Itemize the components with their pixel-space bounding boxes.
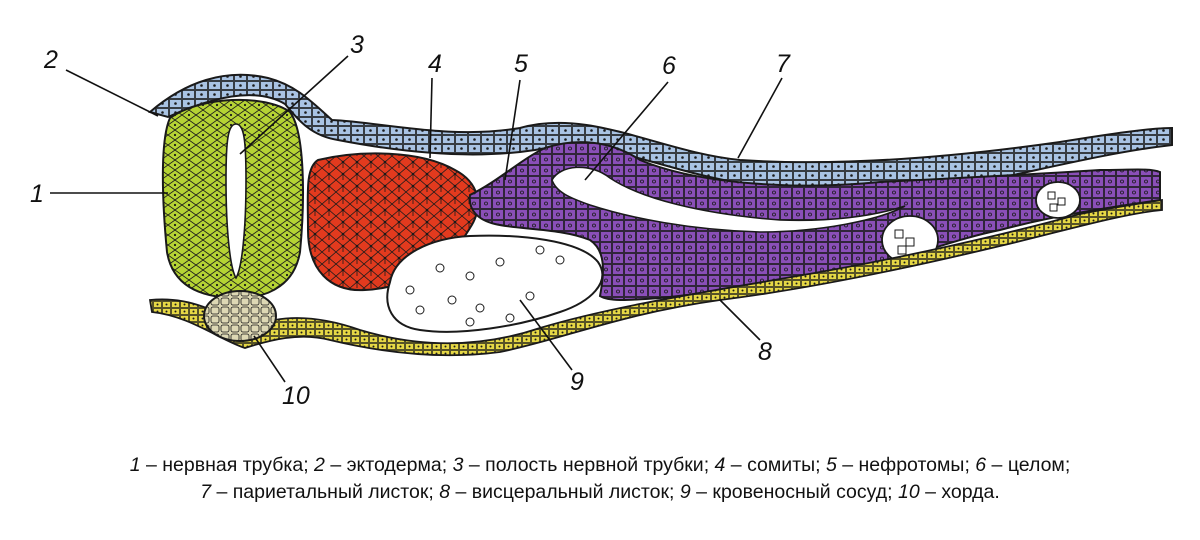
coelom (551, 166, 906, 233)
legend-text-8: висцеральный листок (471, 481, 670, 503)
label-number-4: 4 (428, 50, 442, 78)
legend-text-6: целом (1007, 454, 1065, 476)
notochord (203, 290, 277, 342)
label-number-1: 1 (30, 180, 44, 208)
legend-line-2: 7 – париетальный листок; 8 – висцеральны… (200, 481, 1000, 503)
blood-vessel (386, 234, 604, 333)
leader-line-3 (239, 55, 349, 155)
legend-num-8: 8 (439, 481, 451, 503)
label-number-10: 10 (282, 382, 310, 410)
neural-tube-cavity (225, 123, 247, 280)
legend-num-5: 5 (825, 454, 837, 476)
legend-text-2: эктодерма (346, 454, 442, 476)
embryo-cross-section-diagram: 1 2 3 4 5 6 7 8 9 10 (30, 31, 1173, 410)
legend-text-10: хорда (941, 481, 995, 503)
label-number-5: 5 (514, 50, 528, 78)
label-number-8: 8 (758, 338, 772, 366)
legend-text-4: сомиты (747, 454, 816, 476)
legend-num-9: 9 (679, 481, 691, 503)
leader-line-9 (519, 299, 573, 371)
leader-line-5 (504, 79, 521, 181)
legend-num-7: 7 (200, 481, 212, 503)
figure-legend: 1 – нервная трубка; 2 – эктодерма; 3 – п… (0, 452, 1200, 506)
leader-line-4 (429, 77, 433, 159)
blood-cells (405, 245, 565, 327)
ectoderm (147, 73, 1173, 193)
blood-cells (894, 191, 1066, 255)
legend-num-1: 1 (129, 454, 141, 476)
label-number-2: 2 (43, 46, 58, 74)
legend-num-6: 6 (975, 454, 987, 476)
legend-num-10: 10 (897, 481, 920, 503)
label-number-7: 7 (776, 50, 791, 78)
leader-line-8 (719, 299, 761, 341)
leader-line-6 (584, 81, 669, 181)
legend-text-3: полость нервной трубки (485, 454, 704, 476)
leader-line-10 (253, 335, 286, 383)
legend-num-3: 3 (452, 454, 464, 476)
label-number-9: 9 (570, 368, 584, 396)
legend-text-1: нервная трубка (162, 454, 304, 476)
leader-line-7 (737, 77, 783, 159)
leader-line-2 (65, 69, 159, 117)
legend-text-9: кровеносный сосуд (712, 481, 888, 503)
legend-line-1: 1 – нервная трубка; 2 – эктодерма; 3 – п… (129, 454, 1071, 476)
legend-text-7: париетальный листок (232, 481, 429, 503)
label-number-6: 6 (662, 52, 676, 80)
legend-num-4: 4 (714, 454, 726, 476)
label-number-3: 3 (350, 31, 364, 59)
legend-text-5: нефротомы (858, 454, 965, 476)
legend-num-2: 2 (314, 454, 325, 476)
